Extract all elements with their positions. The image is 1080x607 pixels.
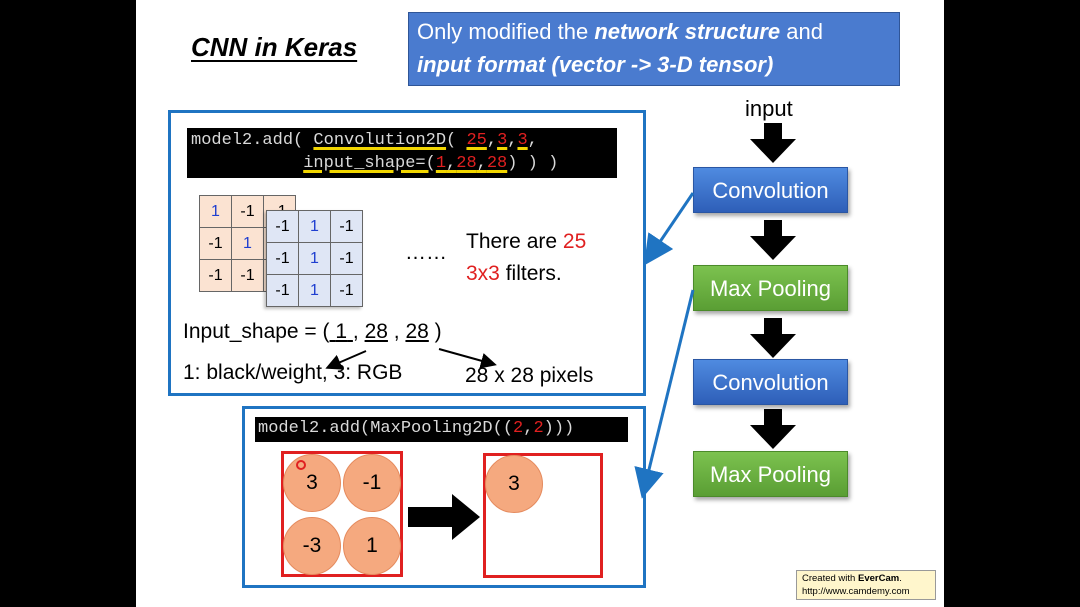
note-box: Only modified the network structure and … xyxy=(408,12,900,86)
filters-size: 3x3 xyxy=(466,262,500,285)
watermark-url: http://www.camdemy.com xyxy=(802,586,910,597)
pool-code-p2: 2 xyxy=(533,419,544,438)
filter-cell: 1 xyxy=(298,210,331,243)
pool-output-cell: 3 xyxy=(485,455,543,513)
filter-cell: -1 xyxy=(199,227,232,260)
pool-code-prefix: model2.add(MaxPooling2D(( xyxy=(258,419,514,438)
down-arrow-icon xyxy=(750,318,796,358)
filter-cell: -1 xyxy=(330,210,363,243)
input-shape-v3: 28 xyxy=(405,320,429,343)
note-text-1: Only modified the xyxy=(417,19,595,44)
code-prefix: model2.add( xyxy=(191,131,314,150)
evercam-watermark: Created with EverCam. http://www.camdemy… xyxy=(796,570,936,600)
input-shape-v2: 28 xyxy=(364,320,388,343)
filter-cell: -1 xyxy=(266,274,299,307)
filters-description: There are 25 3x3 filters. xyxy=(466,226,586,290)
connector-arrows xyxy=(634,192,695,499)
cursor-marker xyxy=(296,460,306,470)
filter-cell: -1 xyxy=(266,210,299,243)
pool-input-cell: -3 xyxy=(283,517,341,575)
slide: CNN in Keras Only modified the network s… xyxy=(136,0,944,607)
filter-cell: -1 xyxy=(330,274,363,307)
filter-cell: -1 xyxy=(199,259,232,292)
filter-cell: 1 xyxy=(231,227,264,260)
conv-panel: model2.add( Convolution2D( 25,3,3, input… xyxy=(168,110,646,396)
flow-step-max-pooling-1: Max Pooling xyxy=(693,265,848,311)
filter-cell: 1 xyxy=(199,195,232,228)
down-arrow-icon xyxy=(750,123,796,163)
pool-code-suffix: ))) xyxy=(543,419,575,438)
filters-text-d: filters. xyxy=(499,262,562,285)
filters-text-a: There are xyxy=(466,230,563,253)
flow-step-convolution-2: Convolution xyxy=(693,359,848,405)
code-shape-kw: input_shape=( xyxy=(303,154,436,173)
flow-input-label: input xyxy=(745,96,793,121)
pool-input-square xyxy=(281,451,403,577)
code-k1: 3 xyxy=(497,131,508,150)
slide-title: CNN in Keras xyxy=(191,32,358,62)
input-shape-close: ) xyxy=(434,320,442,343)
code-open: ( xyxy=(446,131,467,150)
ellipsis: …… xyxy=(405,241,447,264)
pool-code-p1: 2 xyxy=(513,419,524,438)
note-text-2: and xyxy=(780,19,823,44)
down-arrow-icon xyxy=(750,409,796,449)
pool-input-cell: 3 xyxy=(283,454,341,512)
watermark-text: Created with xyxy=(802,573,858,584)
code-n-filters: 25 xyxy=(466,131,487,150)
note-bold-2: input format (vector -> 3-D tensor) xyxy=(417,52,774,77)
pool-input-cell: 1 xyxy=(343,517,401,575)
watermark-brand: EverCam xyxy=(857,573,900,584)
filters-count: 25 xyxy=(562,230,587,253)
filter-cell: -1 xyxy=(266,242,299,275)
note-bold-1: network structure xyxy=(594,19,781,44)
code-func: Convolution2D xyxy=(313,131,447,150)
pool-code: model2.add(MaxPooling2D((2,2))) xyxy=(255,417,628,442)
flow-step-max-pooling-2: Max Pooling xyxy=(693,451,848,497)
pool-panel: model2.add(MaxPooling2D((2,2))) 3 -1 -3 … xyxy=(242,406,646,588)
input-shape-label: Input_shape = ( xyxy=(183,320,330,343)
filter-cell: 1 xyxy=(298,242,331,275)
pool-arrow-icon xyxy=(408,494,480,540)
pixels-note: 28 x 28 pixels xyxy=(465,364,594,387)
connector-pool-to-panel xyxy=(634,289,695,499)
conv-code: model2.add( Convolution2D( 25,3,3, input… xyxy=(187,128,617,178)
code-s1: 1 xyxy=(435,154,447,173)
code-s2: 28 xyxy=(456,154,477,173)
connector-conv-to-panel xyxy=(643,192,695,266)
input-shape-line: Input_shape = ( 1 , 28 , 28 ) xyxy=(183,320,442,343)
code-tail: ) ) ) xyxy=(507,154,559,173)
pool-output-square xyxy=(483,453,603,578)
arrow-to-channels xyxy=(325,350,367,370)
shape-annotation-arrows xyxy=(325,348,497,370)
filter-cell: -1 xyxy=(231,259,264,292)
code-s3: 28 xyxy=(486,154,508,173)
filter-cell: -1 xyxy=(231,195,264,228)
pool-input-cell: -1 xyxy=(343,454,401,512)
input-shape-v1: 1 xyxy=(335,320,348,343)
filter-cell: 1 xyxy=(298,274,331,307)
arrow-to-pixels xyxy=(438,348,497,369)
code-k2: 3 xyxy=(517,131,528,150)
watermark-dot: . xyxy=(899,573,902,584)
down-arrow-icon xyxy=(750,220,796,260)
filter-cell: -1 xyxy=(330,242,363,275)
flow-step-convolution-1: Convolution xyxy=(693,167,848,213)
channels-note: 1: black/weight, 3: RGB xyxy=(183,361,403,384)
